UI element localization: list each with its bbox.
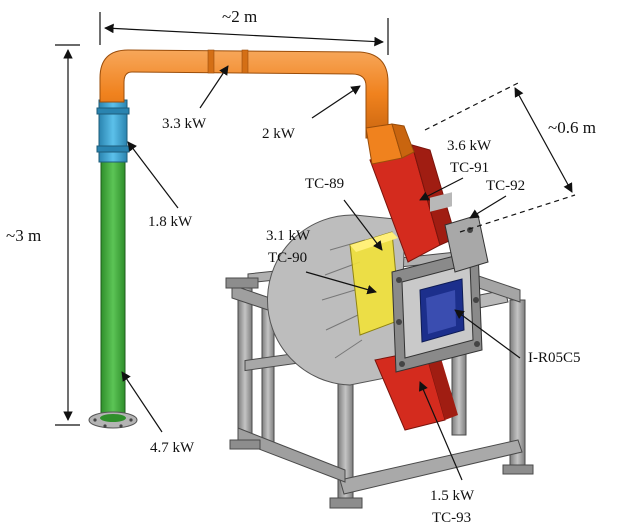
arrow-1-5kw [418, 381, 463, 481]
label-tc-91: TC-91 [450, 160, 489, 176]
label-power-3-6kw: 3.6 kW [447, 138, 492, 154]
arrow-3-3kw [199, 65, 229, 109]
label-power-4-7kw: 4.7 kW [150, 440, 195, 456]
arrow-tc89 [343, 199, 383, 251]
arrow-2kw [311, 85, 361, 119]
label-width: ~2 m [222, 7, 257, 26]
labels: ~3 m ~2 m ~0.6 m 3.3 kW 2 kW 1.8 kW 4.7 … [6, 7, 596, 526]
label-power-3-3kw: 3.3 kW [162, 116, 207, 132]
arrow-4-7kw [121, 371, 163, 433]
label-tc-90: TC-90 [268, 250, 307, 266]
arrow-ir [454, 309, 521, 359]
arrow-tc92 [469, 195, 507, 219]
arrow-1-8kw [127, 141, 179, 209]
dimension-lines [55, 12, 576, 426]
arrow-tc90 [305, 271, 377, 295]
label-power-2kw: 2 kW [262, 126, 296, 142]
label-tc-89: TC-89 [305, 176, 344, 192]
orange-duct [99, 49, 415, 165]
label-power-1-8kw: 1.8 kW [148, 214, 193, 230]
arrow-3-6kw [419, 177, 464, 201]
side-plate [444, 214, 489, 273]
label-depth: ~0.6 m [548, 118, 596, 137]
label-height: ~3 m [6, 226, 41, 245]
label-power-1-5kw: 1.5 kW [430, 488, 475, 504]
red-duct-lower [374, 349, 458, 431]
red-duct-upper [369, 144, 457, 263]
label-power-3-1kw: 3.1 kW [266, 228, 311, 244]
leader-arrows [121, 65, 521, 481]
vertical-pipe [88, 99, 138, 429]
label-tc-92: TC-92 [486, 178, 525, 194]
label-i-r05c5: I-R05C5 [528, 350, 581, 366]
label-tc-93: TC-93 [432, 510, 471, 526]
